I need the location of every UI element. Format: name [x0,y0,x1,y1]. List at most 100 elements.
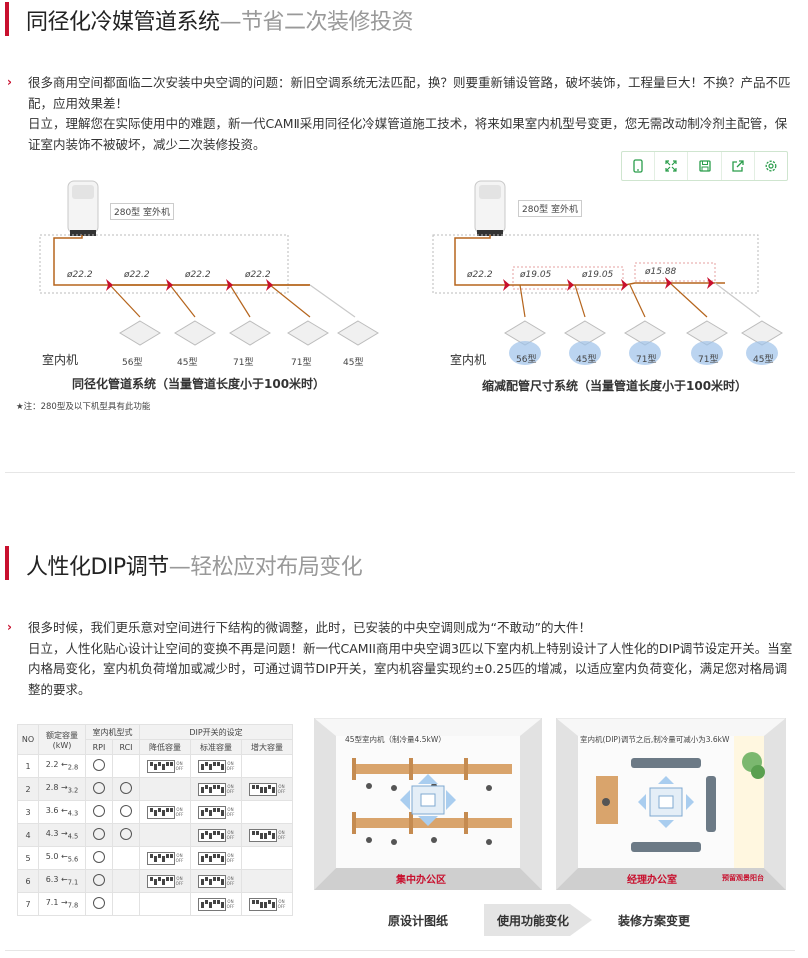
available-circle-icon [93,851,105,863]
reduced-pipe-diagram [432,180,783,365]
row-raise [241,846,293,870]
row-raise [241,754,293,778]
dip-settings-table: NO 额定容量(kW) 室内机型式 DIP开关的设定 RPI RCI 降低容量 … [17,724,293,916]
row-rci [112,754,140,778]
dip-switch-icon [197,851,226,865]
flow-step-change: 使用功能变化 [497,914,570,928]
cassette-unit-icon [400,774,456,826]
row-lower [139,892,191,916]
manager-office-scene [556,718,786,890]
row-no: 5 [17,846,39,870]
same-diameter-pipe-diagram [39,180,379,346]
th-standard: 标准容量 [190,739,242,755]
save-icon[interactable] [688,152,722,180]
section2-paragraph: 很多时候，我们更乐意对空间进行下结构的微调整，此时，已安装的中央空调则成为“不敢… [28,618,796,700]
th-raise: 增大容量 [241,739,293,755]
row-capacity: 4.3 →4.5 [38,823,86,847]
row-capacity: 6.3 ←7.1 [38,869,86,893]
dip-switch-icon [197,897,226,911]
available-circle-icon [120,828,132,840]
section1-title: 同径化冷媒管道系统—节省二次装修投资 [26,4,414,36]
outdoor-unit-icon [67,180,99,236]
th-no: NO [17,724,39,755]
indoor-unit-icons [119,320,379,346]
right-room-caption: 经理办公室 [627,875,677,886]
left-room-title: 45型室内机（制冷量4.5kW） [345,735,446,744]
right-unit-56: 56型 [516,355,537,365]
available-circle-icon [93,828,105,840]
right-unit-71a: 71型 [636,355,657,365]
section1-subtitle: —节省二次装修投资 [219,10,414,35]
right-room-title: 室内机(DIP)调节之后,制冷量可减小为3.6kW [580,735,730,744]
left-pipe-label-2: ø22.2 [124,270,150,280]
right-pipe-label-2: ø19.05 [520,270,552,280]
left-unit-71b: 71型 [291,358,312,368]
row-capacity: 2.8 →3.2 [38,777,86,801]
section2-title: 人性化DIP调节—轻松应对布局变化 [26,549,363,581]
section1-para2: 日立，理解您在实际使用中的难题，新一代CAMⅡ采用同径化冷媒管道施工技术，将来如… [28,116,788,152]
left-diagram-caption: 同径化管道系统（当量管道长度小于100米时） [72,377,326,391]
th-rci: RCI [112,739,140,755]
th-rpi: RPI [85,739,113,755]
section2-subtitle: —轻松应对布局变化 [168,555,363,580]
section-divider [5,472,795,473]
available-circle-icon [93,782,105,794]
row-no: 7 [17,892,39,916]
indoor-unit-icons [504,320,783,365]
row-rci [112,800,140,824]
left-pipe-label-4: ø22.2 [245,270,271,280]
flow-step-result: 装修方案变更 [618,914,691,928]
outdoor-unit-icon [474,180,506,236]
share-icon[interactable] [722,152,755,180]
row-rpi [85,800,113,824]
row-no: 6 [17,869,39,893]
right-pipe-label-1: ø22.2 [467,270,493,280]
left-indoor-label: 室内机 [42,353,79,367]
expand-icon[interactable] [655,152,689,180]
flow-step-original: 原设计图纸 [388,914,449,928]
dip-switch-icon [146,759,175,773]
right-pipe-label-3: ø19.05 [582,270,614,280]
left-unit-45b: 45型 [343,358,364,368]
row-capacity: 7.1 →7.8 [38,892,86,916]
settings-icon[interactable] [755,152,787,180]
phone-icon[interactable] [622,152,656,180]
dip-switch-icon [146,805,175,819]
available-circle-icon [93,897,105,909]
row-no: 3 [17,800,39,824]
row-rci [112,823,140,847]
dip-switch-icon [197,782,226,796]
row-no: 1 [17,754,39,778]
right-unit-71b: 71型 [698,355,719,365]
row-rci [112,846,140,870]
dip-switch-icon [248,782,277,796]
row-rpi [85,869,113,893]
bottom-divider [5,950,795,951]
left-outdoor-label: 280型 室外机 [110,203,175,220]
row-rpi [85,823,113,847]
section1-paragraph: 很多商用空间都面临二次安装中央空调的问题：新旧空调系统无法匹配，换？则要重新铺设… [28,73,796,155]
balcony-caption: 预留观景阳台 [722,874,764,882]
left-room-caption: 集中办公区 [396,875,446,886]
dip-switch-icon [197,874,226,888]
pipe-boundary-dashed [39,234,289,294]
row-rci [112,777,140,801]
left-unit-71a: 71型 [233,358,254,368]
bullet-chevron-icon: › [7,620,12,634]
flow-arrow-icon [484,904,592,936]
section2-accent-bar [5,546,9,580]
